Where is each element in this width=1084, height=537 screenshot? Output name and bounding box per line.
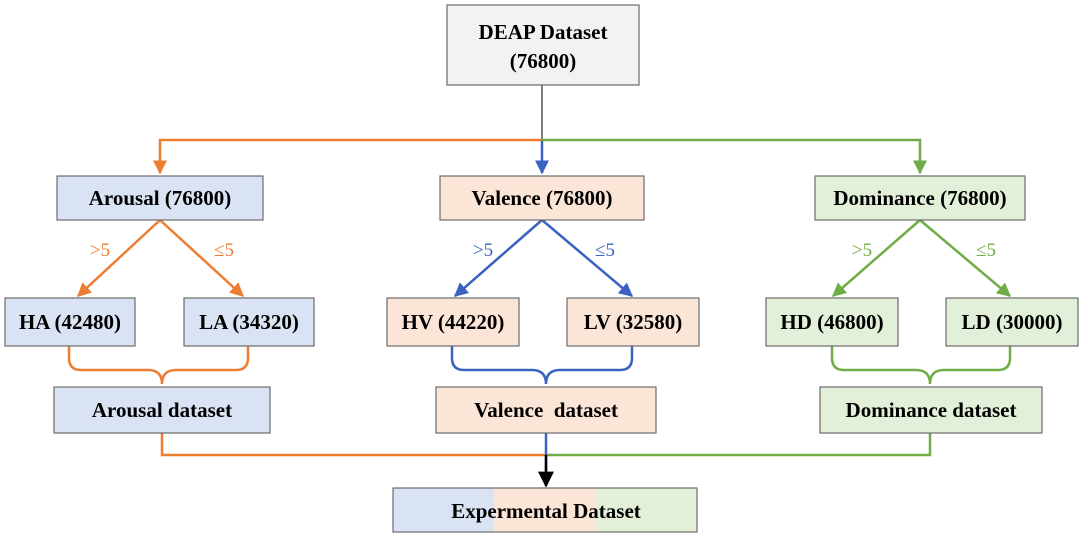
dominance-low-condition: ≤5 (976, 240, 996, 261)
valence-dataset-node: Valence dataset (474, 398, 618, 422)
dominance-high-condition: >5 (852, 240, 872, 261)
valence-low-condition: ≤5 (595, 240, 615, 261)
split-arrows (76, 219, 1012, 297)
branch-arousal: Arousal (76800) >5 ≤5 HA (42480) LA (343… (4, 175, 315, 434)
arousal-high-node: HA (42480) (19, 310, 121, 334)
root-node: DEAP Dataset (76800) (446, 4, 640, 86)
dominance-high-node: HD (46800) (780, 310, 883, 334)
valence-low-node: LV (32580) (584, 310, 683, 334)
arousal-high-condition: >5 (90, 240, 110, 261)
final-dataset-label: Expermental Dataset (451, 499, 641, 523)
arousal-dataset-node: Arousal dataset (92, 398, 232, 422)
root-connectors (153, 85, 927, 175)
root-count: (76800) (510, 49, 577, 73)
dominance-low-node: LD (30000) (962, 310, 1063, 334)
merge-brackets (67, 346, 1012, 385)
final-node: Expermental Dataset (392, 487, 698, 533)
valence-node: Valence (76800) (472, 186, 613, 210)
dominance-dataset-node: Dominance dataset (846, 398, 1017, 422)
arousal-low-condition: ≤5 (214, 240, 234, 261)
valence-high-condition: >5 (473, 240, 493, 261)
dominance-node: Dominance (76800) (833, 186, 1006, 210)
branch-dominance: Dominance (76800) >5 ≤5 HD (46800) LD (3… (765, 175, 1079, 434)
valence-high-node: HV (44220) (402, 310, 505, 334)
arousal-node: Arousal (76800) (89, 186, 232, 210)
branch-valence: Valence (76800) >5 ≤5 HV (44220) LV (325… (386, 175, 700, 434)
root-title: DEAP Dataset (479, 20, 608, 44)
final-connectors (160, 432, 932, 488)
arousal-low-node: LA (34320) (199, 310, 299, 334)
